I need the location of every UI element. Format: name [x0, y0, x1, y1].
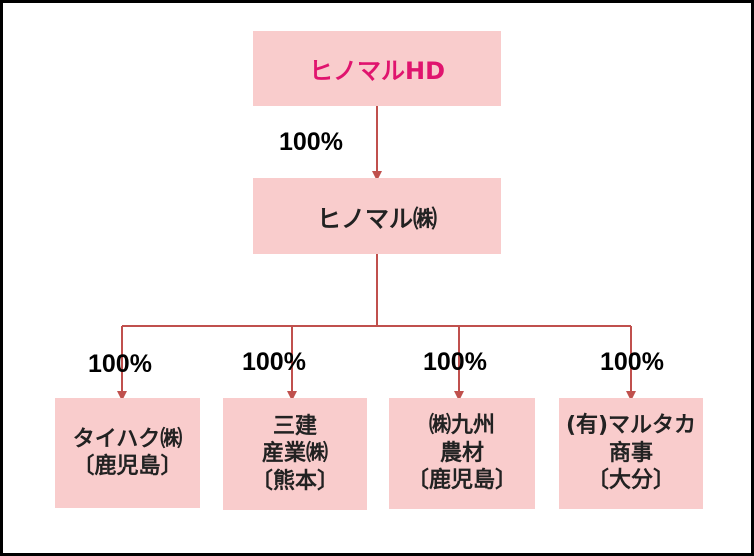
- child-company-box-3: ㈱九州 農材 〔鹿児島〕: [389, 398, 535, 509]
- child-1-line-1: タイハク㈱: [72, 426, 183, 452]
- child-1-line-2: 〔鹿児島〕: [72, 454, 183, 479]
- child-3-line-3: 〔鹿児島〕: [406, 468, 517, 494]
- child-company-box-1: タイハク㈱ 〔鹿児島〕: [55, 398, 200, 508]
- child-4-line-1: (有)マルタカ: [565, 413, 697, 439]
- share-child-2: 100%: [242, 348, 306, 376]
- middle-company-box: ヒノマル㈱: [253, 178, 501, 254]
- child-company-box-4: (有)マルタカ 商事 〔大分〕: [559, 398, 703, 509]
- child-2-line-1: 三建: [272, 413, 317, 439]
- share-child-4: 100%: [600, 348, 664, 376]
- share-child-1: 100%: [88, 350, 152, 378]
- child-2-line-3: 〔熊本〕: [250, 468, 339, 494]
- child-4-line-3: 〔大分〕: [586, 468, 675, 494]
- child-company-box-2: 三建 産業㈱ 〔熊本〕: [223, 398, 367, 510]
- child-3-line-1: ㈱九州: [428, 413, 495, 439]
- share-child-3: 100%: [423, 348, 487, 376]
- middle-company-label: ヒノマル㈱: [317, 204, 437, 233]
- child-4-line-2: 商事: [608, 440, 653, 466]
- child-3-line-2: 農材: [439, 440, 484, 466]
- child-2-line-2: 産業㈱: [261, 441, 328, 467]
- top-company-box: ヒノマルHD: [253, 31, 501, 106]
- top-company-label: ヒノマルHD: [308, 57, 445, 85]
- share-top-to-middle: 100%: [279, 128, 343, 156]
